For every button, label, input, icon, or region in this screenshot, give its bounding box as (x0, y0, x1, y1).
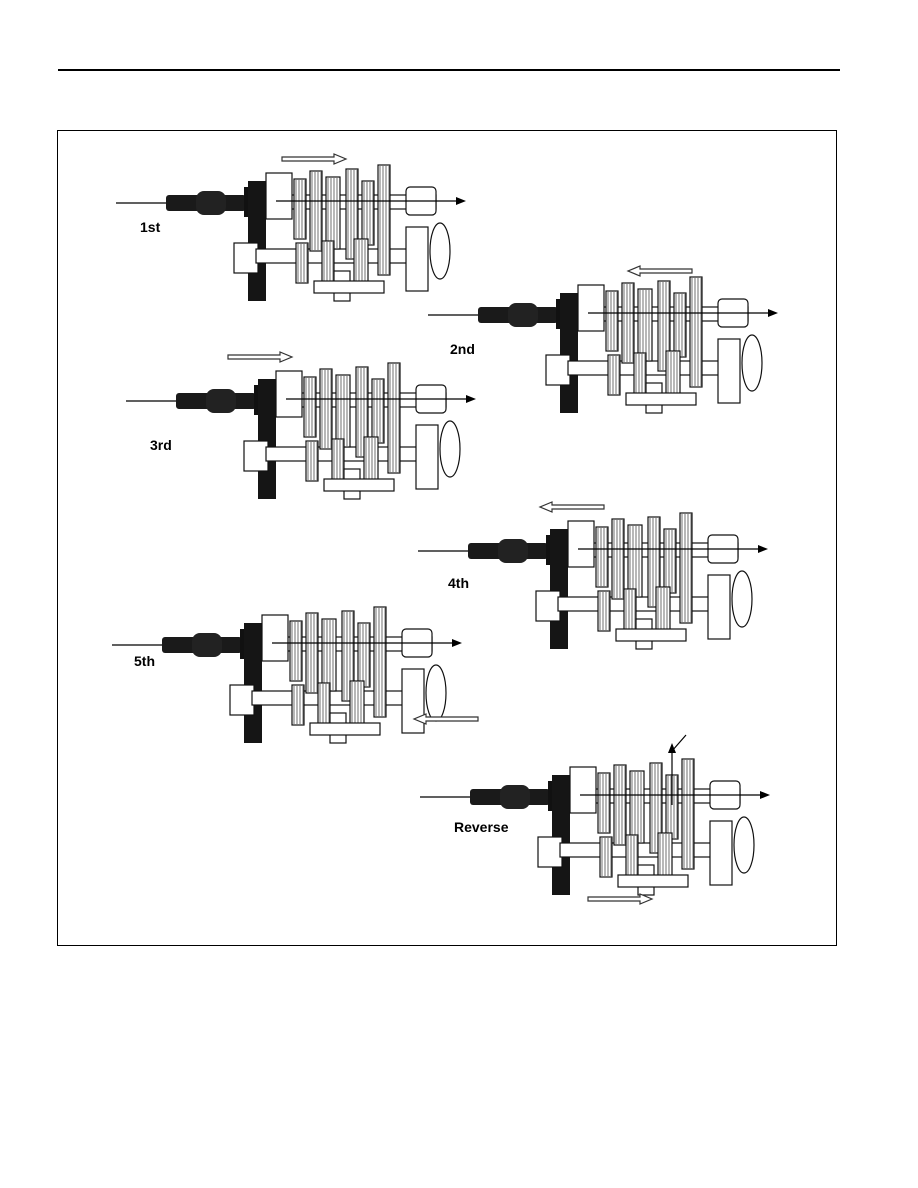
header-rule (58, 69, 840, 71)
gear-label-1st: 1st (140, 219, 160, 235)
countershaft-end (234, 243, 258, 273)
diagram-frame: 1st 2nd 3rd 4th 5th Reverse (57, 130, 837, 946)
input-shaft-collar (500, 785, 530, 809)
input-shaft-collar (498, 539, 528, 563)
countershaft (568, 361, 728, 375)
countershaft-end (546, 355, 570, 385)
countershaft (560, 843, 720, 857)
input-shaft-collar (206, 389, 236, 413)
power-flow-arrowhead (452, 639, 462, 647)
gear-train-5th-illustration (102, 593, 462, 763)
synchro-housing (276, 371, 302, 417)
countershaft-end (536, 591, 560, 621)
synchro-housing (568, 521, 594, 567)
idler-shaft (324, 479, 394, 491)
synchro-housing (262, 615, 288, 661)
power-flow-arrowhead (768, 309, 778, 317)
main-drive-gear (258, 379, 276, 499)
input-shaft-collar (196, 191, 226, 215)
gear-label-5th: 5th (134, 653, 155, 669)
main-drive-gear (244, 623, 262, 743)
shift-direction-arrow (588, 894, 652, 904)
idler-shaft (616, 629, 686, 641)
input-shaft-collar (192, 633, 222, 657)
power-flow-arrowhead (760, 791, 770, 799)
power-flow-arrowhead (758, 545, 768, 553)
main-drive-gear (550, 529, 568, 649)
gear-label-4th: 4th (448, 575, 469, 591)
shift-direction-arrow (414, 714, 478, 724)
shift-direction-arrow (628, 266, 692, 276)
idler-shaft (314, 281, 384, 293)
differential-cover (742, 335, 762, 391)
synchro-housing (578, 285, 604, 331)
differential-cover (732, 571, 752, 627)
main-drive-gear (552, 775, 570, 895)
output-gear (402, 669, 424, 733)
idler-shaft (310, 723, 380, 735)
output-gear (718, 339, 740, 403)
shift-direction-arrow (540, 502, 604, 512)
input-shaft-collar (508, 303, 538, 327)
differential-cover (734, 817, 754, 873)
countershaft (558, 597, 718, 611)
gear-label-3rd: 3rd (150, 437, 172, 453)
power-flow-arrowhead (466, 395, 476, 403)
countershaft-end (244, 441, 268, 471)
shift-direction-arrow (282, 154, 346, 164)
differential-cover (426, 665, 446, 721)
idler-shaft (626, 393, 696, 405)
output-gear (710, 821, 732, 885)
output-gear (416, 425, 438, 489)
main-drive-gear (560, 293, 578, 413)
synchro-housing (570, 767, 596, 813)
power-flow-arrowhead (456, 197, 466, 205)
main-drive-gear (248, 181, 266, 301)
idler-shaft (618, 875, 688, 887)
gear-train-1st-illustration (106, 151, 466, 321)
gear-label-reverse: Reverse (454, 819, 509, 835)
shift-direction-arrow (228, 352, 292, 362)
output-gear (708, 575, 730, 639)
countershaft (256, 249, 416, 263)
countershaft-end (230, 685, 254, 715)
synchro-housing (266, 173, 292, 219)
gear-train-3rd-illustration (116, 349, 476, 519)
differential-cover (440, 421, 460, 477)
countershaft (252, 691, 412, 705)
countershaft (266, 447, 426, 461)
countershaft-end (538, 837, 562, 867)
